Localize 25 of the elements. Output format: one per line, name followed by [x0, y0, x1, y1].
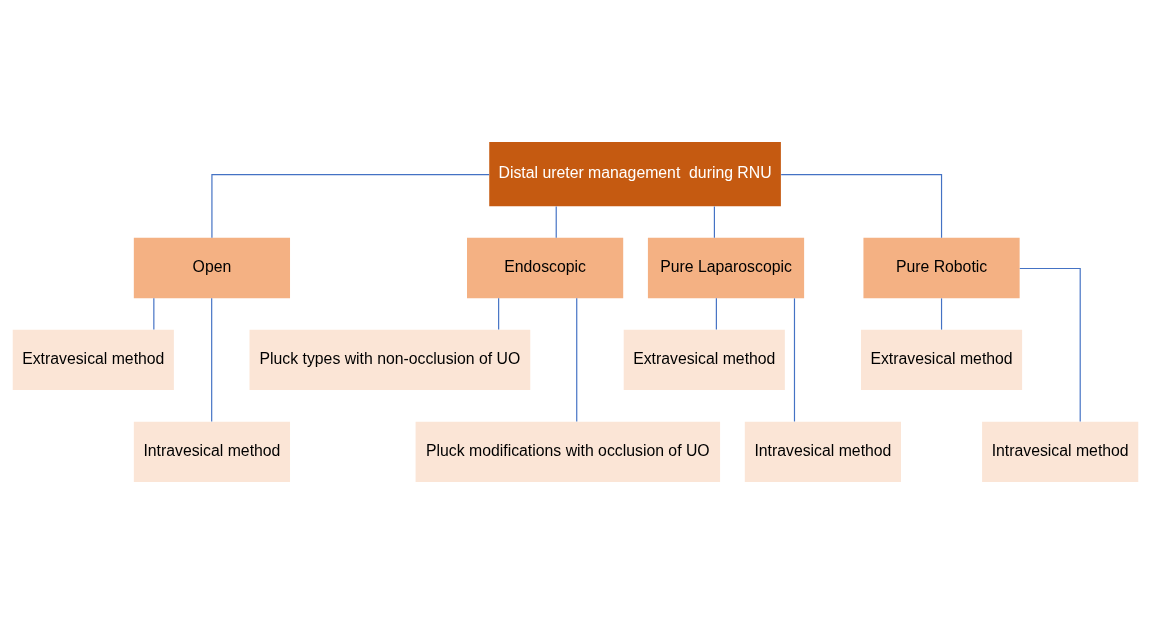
node-box: Intravesical method [744, 421, 901, 483]
connector [576, 297, 578, 423]
connector [793, 297, 796, 423]
node-box: Pluck modifications with occlusion of UO [415, 421, 721, 483]
connector [715, 297, 717, 331]
node-box: Extravesical method [860, 329, 1023, 391]
node-box: Pure Robotic [863, 237, 1020, 299]
node-box: Pure Laparoscopic [647, 237, 805, 299]
node-box: Intravesical method [133, 421, 291, 483]
connector [498, 297, 500, 331]
connector [153, 297, 155, 331]
connector [555, 205, 557, 239]
connector [211, 297, 213, 423]
connector [1019, 267, 1081, 423]
node-box: Pluck types with non-occlusion of UO [249, 329, 531, 391]
node-box: Distal ureter management during RNU [489, 141, 781, 207]
connector [713, 205, 715, 239]
connector [211, 174, 490, 239]
node-box: Intravesical method [982, 421, 1139, 483]
connector [940, 297, 943, 331]
node-box: Endoscopic [467, 237, 624, 299]
node-box: Extravesical method [623, 329, 785, 391]
connector [780, 174, 943, 239]
node-box: Open [133, 237, 291, 299]
node-box: Extravesical method [12, 329, 174, 391]
